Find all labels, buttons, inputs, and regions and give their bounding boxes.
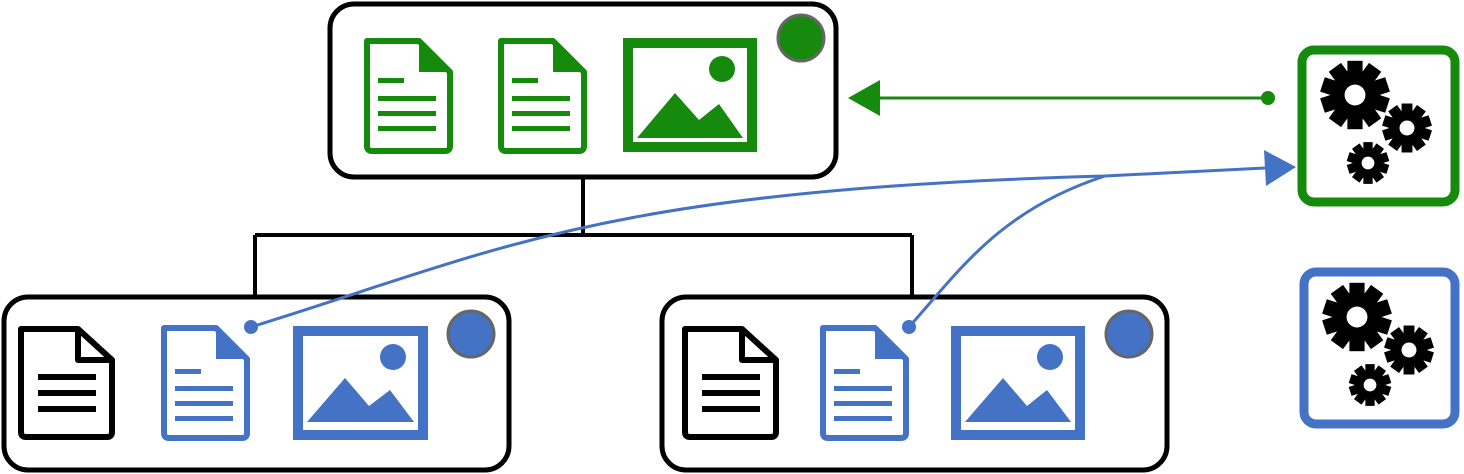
- connection-start-dot: [1261, 91, 1275, 105]
- document-icon: [682, 326, 779, 440]
- connection-line: [250, 166, 1266, 329]
- document-icon: [498, 38, 587, 154]
- connection-processor-to-parent: [848, 80, 1275, 116]
- node-right-child[interactable]: [659, 294, 1170, 473]
- document-icon: [18, 326, 115, 440]
- document-icon: [364, 38, 453, 154]
- document-icon: [161, 325, 250, 441]
- status-indicator: [1104, 309, 1154, 359]
- image-icon: [293, 326, 428, 440]
- connection-start-dot: [902, 320, 916, 334]
- document-icon: [820, 325, 909, 441]
- connection-line: [907, 174, 1106, 329]
- status-indicator: [446, 309, 496, 359]
- image-icon: [623, 38, 757, 152]
- arrowhead: [848, 80, 880, 116]
- connection-start-dot: [244, 320, 258, 334]
- node-left-child[interactable]: [1, 294, 512, 473]
- processor-blue[interactable]: [1299, 267, 1460, 429]
- arrowhead: [1264, 150, 1296, 186]
- tree-connectors: [253, 177, 914, 297]
- image-icon: [951, 326, 1085, 440]
- status-indicator: [776, 13, 826, 63]
- processor-green[interactable]: [1297, 45, 1460, 207]
- connection-right-doc-to-processor: [902, 150, 1296, 334]
- connection-left-doc-to-processor: [244, 166, 1266, 334]
- node-parent[interactable]: [327, 1, 839, 180]
